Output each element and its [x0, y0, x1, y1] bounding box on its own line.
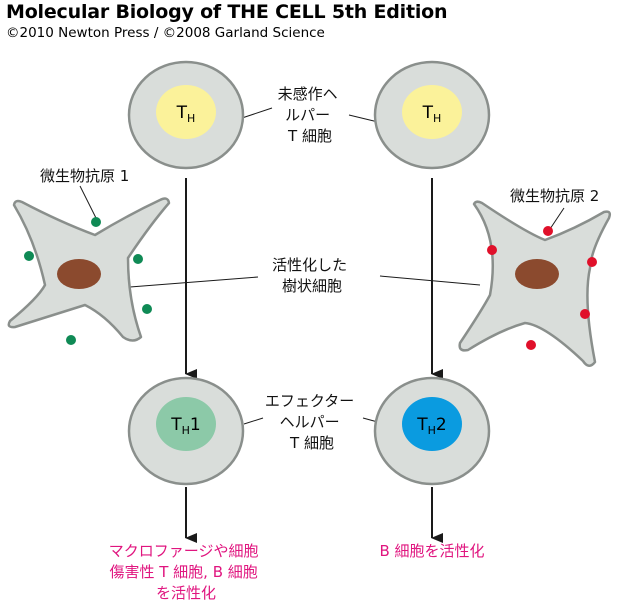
leader-naive-right [348, 114, 379, 123]
cell-label-sub: H [182, 424, 190, 437]
nucleus-naive-right [402, 85, 462, 139]
cell-label-suffix: 1 [190, 415, 201, 435]
antigen-2-dot [580, 309, 590, 319]
dendritic-cell-2 [458, 200, 612, 367]
label-microbial-antigen-2: 微生物抗原 2 [510, 187, 599, 205]
naive-th-cell-left: TH [127, 60, 245, 170]
cell-label-suffix: 2 [436, 415, 447, 435]
outcome-th1-activates: マクロファージや細胞 傷害性 T 細胞, B 細胞 を活性化 [109, 542, 263, 602]
dendritic-cell-1 [7, 197, 171, 345]
figure-source-title: Molecular Biology of THE CELL 5th Editio… [6, 1, 448, 23]
nucleus-dc-1 [57, 259, 101, 289]
label-activated-dendritic-cell: 活性化した 樹状細胞 [272, 256, 352, 295]
leader-effector-left [243, 417, 264, 425]
effector-th2-cell: TH2 [373, 376, 491, 486]
cell-label-sub: H [428, 424, 436, 437]
effector-th1-cell: TH1 [127, 376, 245, 486]
antigen-2-dot [543, 226, 553, 236]
antigen-1-dot [133, 254, 143, 264]
naive-th-cell-right: TH [373, 60, 491, 170]
antigen-1-dot [24, 251, 34, 261]
label-microbial-antigen-1: 微生物抗原 1 [40, 167, 129, 185]
copyright-line: ©2010 Newton Press / ©2008 Garland Scien… [6, 25, 325, 41]
antigen-2-dot [587, 257, 597, 267]
cell-label-main: T [176, 103, 188, 123]
leader-antigen-1 [79, 185, 97, 219]
nucleus-th1 [156, 397, 216, 451]
nucleus-th2 [402, 397, 462, 451]
svg-text:TH1: TH1 [170, 415, 201, 437]
svg-text:TH: TH [422, 103, 442, 125]
cell-label-sub: H [433, 112, 441, 125]
cell-label-sub: H [187, 112, 195, 125]
nucleus-naive-left [156, 85, 216, 139]
antigen-2-dot [526, 340, 536, 350]
nucleus-dc-2 [515, 259, 559, 289]
label-effector-helper-t-cell: エフェクター ヘルパー T 細胞 [265, 392, 359, 452]
svg-text:TH2: TH2 [416, 415, 447, 437]
cell-label-main: T [422, 103, 434, 123]
cell-label-main: T [416, 415, 428, 435]
leader-naive-left [241, 107, 273, 119]
antigen-1-dot [91, 217, 101, 227]
svg-text:TH: TH [176, 103, 196, 125]
label-naive-helper-t-cell: 未感作ヘ ルパー T 細胞 [278, 85, 343, 145]
leader-dc-right [379, 275, 481, 286]
outcome-th2-activates: B 細胞を活性化 [379, 542, 484, 560]
antigen-1-dot [66, 335, 76, 345]
leader-dc-left [129, 276, 259, 288]
cell-label-main: T [170, 415, 182, 435]
antigen-2-dot [487, 245, 497, 255]
antigen-1-dot [142, 304, 152, 314]
